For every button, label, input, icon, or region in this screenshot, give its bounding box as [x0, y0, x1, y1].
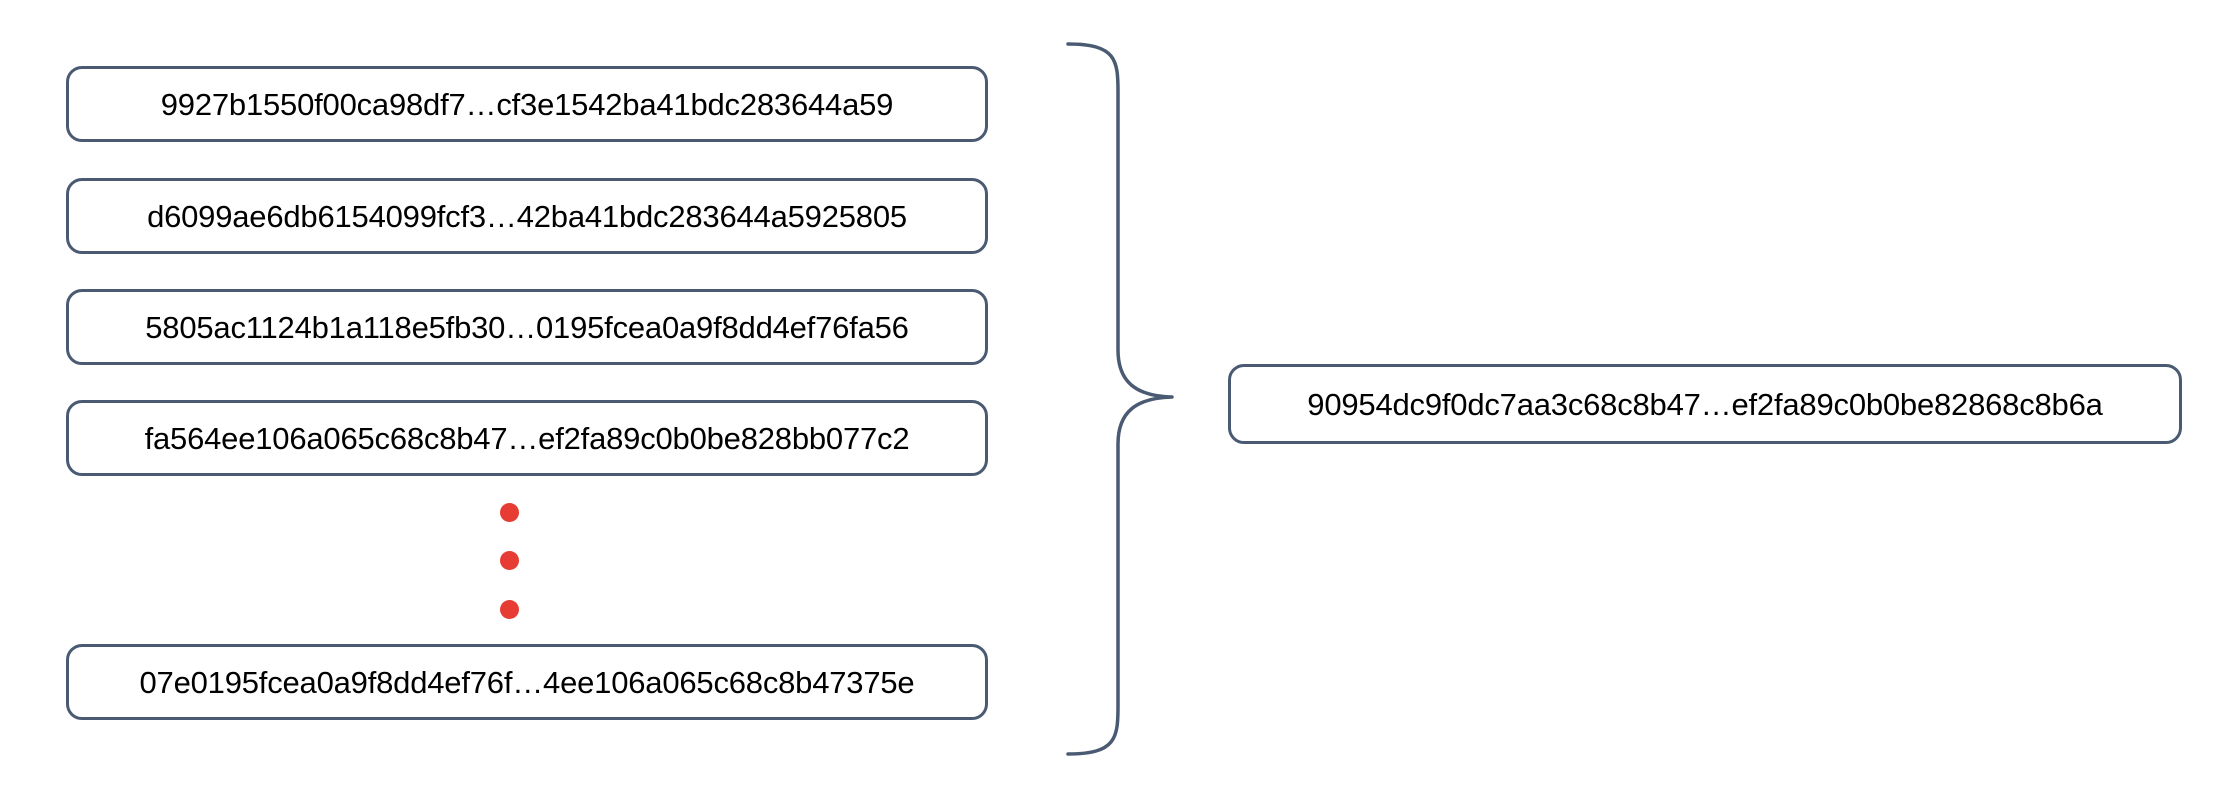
hash-label: 07e0195fcea0a9f8dd4ef76f…4ee106a065c68c8…	[139, 664, 915, 700]
hash-label: 5805ac1124b1a118e5fb30…0195fcea0a9f8dd4e…	[145, 309, 909, 345]
hash-label: 90954dc9f0dc7aa3c68c8b47…ef2fa89c0b0be82…	[1307, 386, 2103, 422]
hash-node-input-0[interactable]: 9927b1550f00ca98df7…cf3e1542ba41bdc28364…	[66, 66, 988, 142]
vertical-ellipsis-icon	[500, 503, 520, 623]
ellipsis-dot-icon	[500, 503, 519, 522]
curly-brace-icon	[1066, 42, 1174, 756]
ellipsis-dot-icon	[500, 551, 519, 570]
hash-node-input-2[interactable]: 5805ac1124b1a118e5fb30…0195fcea0a9f8dd4e…	[66, 289, 988, 365]
hash-label: 9927b1550f00ca98df7…cf3e1542ba41bdc28364…	[160, 86, 894, 122]
ellipsis-dot-icon	[500, 600, 519, 619]
hash-node-output[interactable]: 90954dc9f0dc7aa3c68c8b47…ef2fa89c0b0be82…	[1228, 364, 2182, 444]
hash-node-input-3[interactable]: fa564ee106a065c68c8b47…ef2fa89c0b0be828b…	[66, 400, 988, 476]
hash-label: d6099ae6db6154099fcf3…42ba41bdc283644a59…	[147, 198, 907, 234]
hash-label: fa564ee106a065c68c8b47…ef2fa89c0b0be828b…	[144, 420, 910, 456]
hash-node-input-4[interactable]: 07e0195fcea0a9f8dd4ef76f…4ee106a065c68c8…	[66, 644, 988, 720]
hash-node-input-1[interactable]: d6099ae6db6154099fcf3…42ba41bdc283644a59…	[66, 178, 988, 254]
